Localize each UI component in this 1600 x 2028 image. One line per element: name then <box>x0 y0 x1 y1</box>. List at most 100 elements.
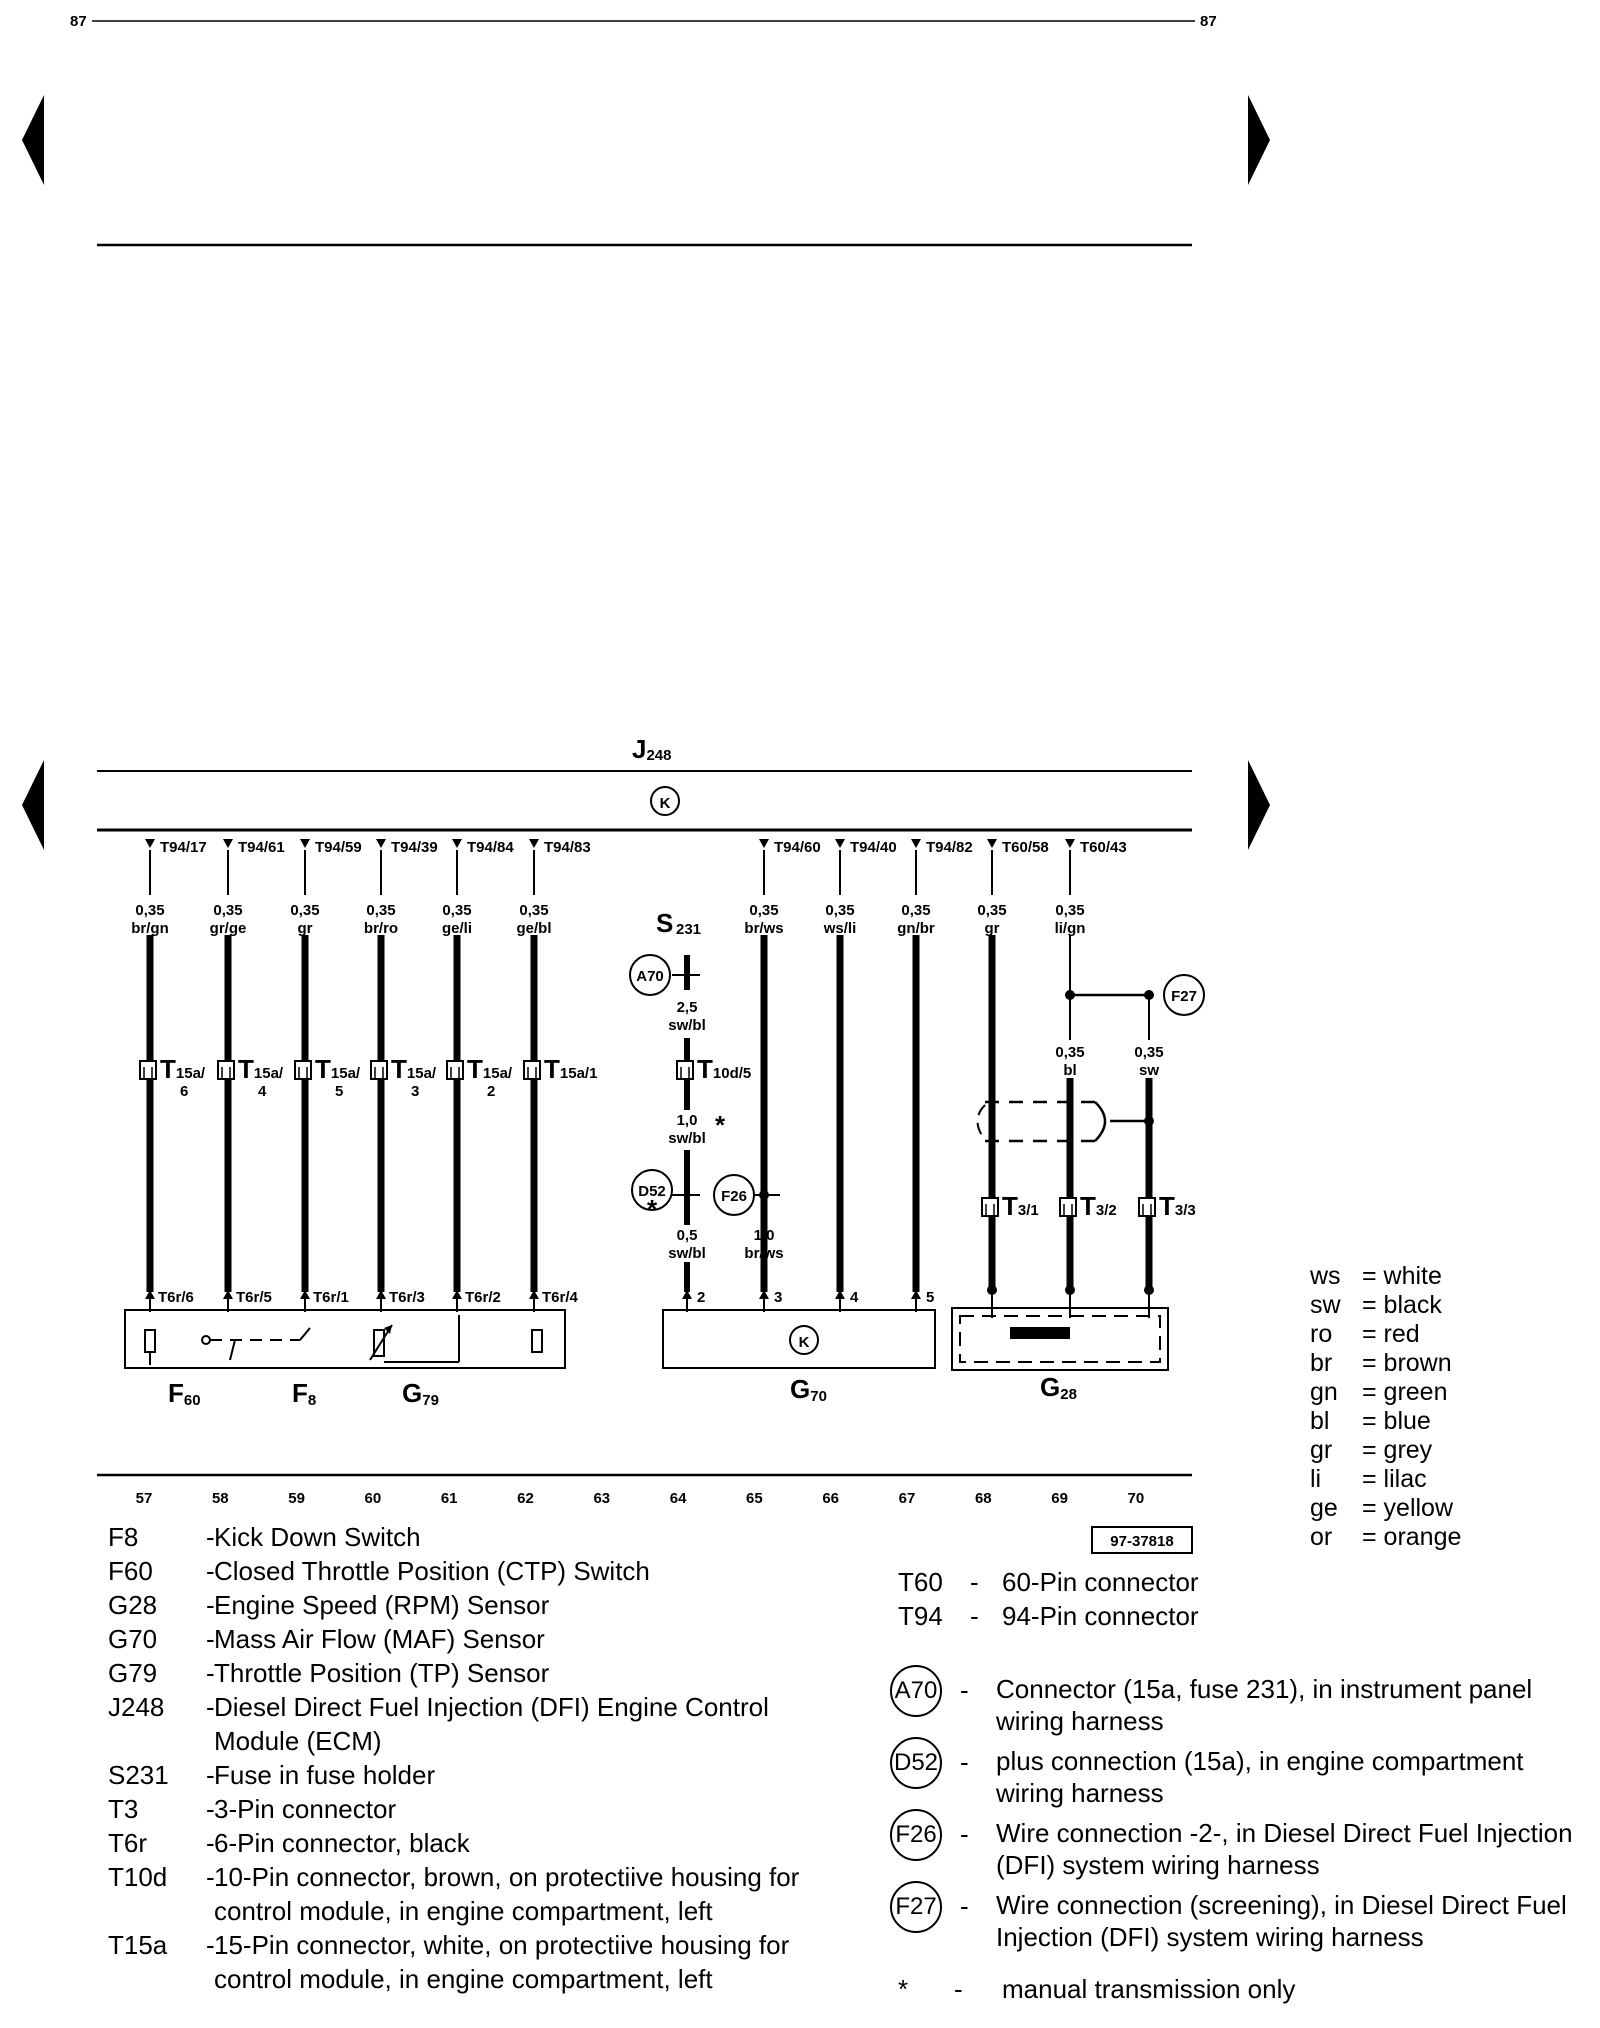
ecm-pin-label-3: T94/39 <box>391 839 438 856</box>
connection-desc: Wire connection (screening), in Diesel D… <box>996 1890 1567 1952</box>
component-legend-code: G28 <box>108 1590 158 1620</box>
color-legend-code: br <box>1310 1349 1333 1377</box>
connection-legend-row-1: D52-plus connection (15a), in engine com… <box>890 1737 1590 1809</box>
ecm-pin-label-7: T94/40 <box>850 839 897 856</box>
connection-legend: A70-Connector (15a, fuse 231), in instru… <box>890 1665 1590 1953</box>
component-legend-row-4: G79-Throttle Position (TP) Sensor <box>108 1656 808 1690</box>
prev-page-arrow-top-icon[interactable] <box>22 95 44 185</box>
component-label-g70: G70 <box>790 1374 827 1405</box>
color-legend-row-2: ro= red <box>1310 1320 1530 1349</box>
g70-k-symbol-icon: K <box>789 1325 819 1355</box>
connector-legend-dash: - <box>970 1567 979 1597</box>
t15a-plug-5 <box>523 1060 541 1080</box>
ecm-pin-arrow-2 <box>300 839 310 848</box>
svg-text:F26: F26 <box>721 1188 747 1205</box>
component-legend-desc: 10-Pin connector, brown, on protectiive … <box>214 1862 800 1926</box>
t10d-label: T10d/5 <box>697 1054 751 1084</box>
connector-legend-desc: 94-Pin connector <box>1002 1601 1199 1631</box>
t6r-arrow-3 <box>376 1290 386 1299</box>
t15a-num-1: 4 <box>258 1083 267 1100</box>
component-legend-row-0: F8-Kick Down Switch <box>108 1520 808 1554</box>
color-legend-desc: = brown <box>1362 1349 1452 1377</box>
g70-pin-label-2: 2 <box>697 1289 705 1306</box>
ref-code-box <box>1091 1526 1193 1554</box>
color-legend-row-3: br = brown <box>1310 1349 1530 1378</box>
component-legend-dash: - <box>206 1828 215 1858</box>
color-legend-code: gn <box>1310 1378 1338 1406</box>
next-page-arrow-top-icon[interactable] <box>1248 95 1270 185</box>
ecm-pin-label-0: T94/17 <box>160 839 207 856</box>
page-number-left: 87 <box>70 13 87 30</box>
t6r-label-4: T6r/2 <box>465 1289 501 1306</box>
track-number-69: 69 <box>1051 1490 1068 1507</box>
component-legend-dash: - <box>206 1522 215 1552</box>
page-number-right: 87 <box>1200 13 1217 30</box>
track-number-65: 65 <box>746 1490 763 1507</box>
svg-text:D52: D52 <box>638 1183 666 1200</box>
component-legend-dash: - <box>206 1658 215 1688</box>
f27-badge: F27 <box>1163 974 1205 1016</box>
star-note-dash: - <box>954 1974 963 2004</box>
ecm-pin-arrow-1 <box>223 839 233 848</box>
component-legend-row-10: T15a-15-Pin connector, white, on protect… <box>108 1928 808 1996</box>
color-legend-desc: = grey <box>1362 1436 1433 1464</box>
ecm-pin-arrow-9 <box>987 839 997 848</box>
connection-desc: plus connection (15a), in engine compart… <box>996 1746 1524 1808</box>
component-legend-code: G79 <box>108 1658 158 1688</box>
component-legend-row-3: G70-Mass Air Flow (MAF) Sensor <box>108 1622 808 1656</box>
t15a-label-1: T15a/ <box>238 1054 284 1084</box>
track-number-66: 66 <box>822 1490 839 1507</box>
component-legend-code: F60 <box>108 1556 153 1586</box>
track-number-70: 70 <box>1128 1490 1145 1507</box>
d52-badge: D52 <box>631 1169 673 1211</box>
t10d-plug <box>676 1060 694 1080</box>
prev-page-arrow-bottom-icon[interactable] <box>22 760 44 850</box>
component-legend-dash: - <box>206 1624 215 1654</box>
next-page-arrow-bottom-icon[interactable] <box>1248 760 1270 850</box>
t6r-arrow-2 <box>300 1290 310 1299</box>
t6r-arrow-5 <box>529 1290 539 1299</box>
ecm-pin-label-2: T94/59 <box>315 839 362 856</box>
star-note-text: manual transmission only <box>1002 1974 1296 2004</box>
t15a-plug-3 <box>370 1060 388 1080</box>
ecm-pin-label-1: T94/61 <box>238 839 285 856</box>
ecm-pin-label-10: T60/43 <box>1080 839 1127 856</box>
color-legend-code: or <box>1310 1523 1333 1551</box>
connection-desc: Connector (15a, fuse 231), in instrument… <box>996 1674 1533 1736</box>
g70-pin-label-7: 4 <box>850 1289 859 1306</box>
ecm-pin-label-4: T94/84 <box>467 839 514 856</box>
color-legend-code: ge <box>1310 1494 1338 1522</box>
connector-legend-code: T60 <box>898 1567 943 1597</box>
star-note: * - manual transmission only <box>898 1972 1498 2006</box>
ecm-pin-label-5: T94/83 <box>544 839 591 856</box>
connector-legend-row-1: T94-94-Pin connector <box>898 1599 1418 1633</box>
t15a-plug-1 <box>217 1060 235 1080</box>
component-legend-dash: - <box>206 1794 215 1824</box>
ecm-k-symbol-icon: K <box>650 786 680 816</box>
component-legend-dash: - <box>206 1590 215 1620</box>
svg-text:F27: F27 <box>1171 988 1197 1005</box>
component-legend-code: G70 <box>108 1624 158 1654</box>
track-number-57: 57 <box>136 1490 153 1507</box>
component-legend-code: T6r <box>108 1828 147 1858</box>
component-legend-dash: - <box>206 1692 215 1722</box>
component-legend-row-7: T3-3-Pin connector <box>108 1792 808 1826</box>
g70-pin-label-8: 5 <box>926 1289 934 1306</box>
component-legend-dash: - <box>206 1862 215 1892</box>
g70-pin-arrow-8 <box>911 1290 921 1299</box>
component-legend-desc: Closed Throttle Position (CTP) Switch <box>214 1556 650 1586</box>
connection-badge: A70 <box>890 1665 942 1717</box>
track-number-62: 62 <box>517 1490 534 1507</box>
component-legend-row-9: T10d-10-Pin connector, brown, on protect… <box>108 1860 808 1928</box>
color-legend-code: ws <box>1310 1262 1341 1290</box>
